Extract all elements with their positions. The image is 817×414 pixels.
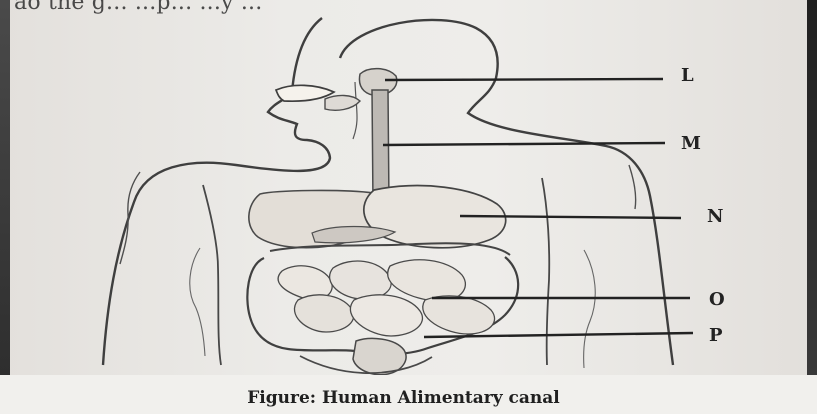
pointer-line-L <box>385 79 663 80</box>
figure-caption: Figure: Human Alimentary canal <box>0 388 817 408</box>
label-O: O <box>709 289 725 310</box>
label-L: L <box>681 65 694 86</box>
label-P: P <box>709 325 723 346</box>
label-N: N <box>707 206 723 227</box>
small-intestine-loop-3 <box>388 260 466 301</box>
small-intestine-loop-2 <box>330 261 392 299</box>
right-upper-shoulder <box>629 165 636 209</box>
right-arm-muscle <box>584 250 596 368</box>
alimentary-canal-diagram <box>0 0 817 390</box>
right-arm-inner <box>542 178 549 365</box>
left-arm-muscle <box>190 248 205 356</box>
tongue <box>325 95 360 110</box>
pancreas <box>312 227 395 243</box>
rectum <box>353 338 406 374</box>
pointer-line-M <box>383 143 665 145</box>
small-intestine-loop-6 <box>423 296 495 334</box>
left-upper-shoulder <box>120 172 140 264</box>
neck-line <box>353 82 357 139</box>
label-M: M <box>681 133 701 154</box>
small-intestine-loop-4 <box>294 295 353 332</box>
left-arm-inner <box>203 185 221 365</box>
small-intestine-loop-5 <box>350 295 422 336</box>
